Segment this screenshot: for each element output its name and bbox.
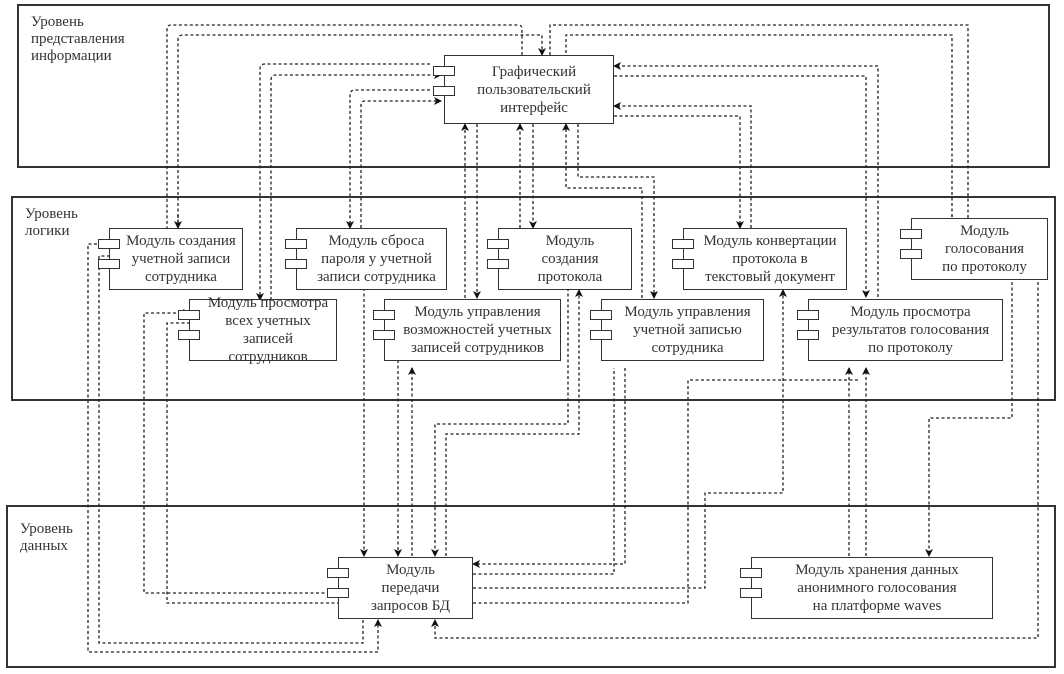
component-port-icon <box>740 568 762 578</box>
component-reset-password[interactable]: Модуль сброса пароля у учетной записи со… <box>285 228 447 290</box>
component-label: Модуль передачи запросов БД <box>370 562 451 614</box>
component-port-icon <box>373 310 395 320</box>
component-port-icon <box>672 259 694 269</box>
component-anon-storage[interactable]: Модуль хранения данных анонимного голосо… <box>740 557 993 619</box>
component-port-icon <box>487 239 509 249</box>
component-view-all-accounts[interactable]: Модуль просмотра всех учетных записей со… <box>178 295 337 365</box>
component-label: Модуль сброса пароля у учетной записи со… <box>317 233 436 285</box>
component-port-icon <box>285 259 307 269</box>
component-manage-account[interactable]: Модуль управления учетной записью сотруд… <box>590 299 764 361</box>
component-label: Модуль конвертации протокола в текстовый… <box>703 233 837 285</box>
component-port-icon <box>797 330 819 340</box>
component-label: Модуль хранения данных анонимного голосо… <box>795 562 959 614</box>
component-db-transfer[interactable]: Модуль передачи запросов БД <box>327 557 473 619</box>
component-gui[interactable]: Графический пользовательский интерфейс <box>433 55 614 124</box>
component-manage-capabilities[interactable]: Модуль управления возможностей учетных з… <box>373 299 561 361</box>
component-create-protocol[interactable]: Модуль создания протокола <box>487 228 632 290</box>
component-port-icon <box>740 588 762 598</box>
component-port-icon <box>590 310 612 320</box>
component-port-icon <box>797 310 819 320</box>
component-port-icon <box>900 249 922 259</box>
component-label: Модуль голосования по протоколу <box>942 223 1027 275</box>
component-port-icon <box>373 330 395 340</box>
component-label: Модуль просмотра всех учетных записей со… <box>207 295 329 365</box>
component-create-account[interactable]: Модуль создания учетной записи сотрудник… <box>98 228 243 290</box>
component-port-icon <box>327 588 349 598</box>
component-port-icon <box>433 66 455 76</box>
component-port-icon <box>900 229 922 239</box>
component-convert-protocol[interactable]: Модуль конвертации протокола в текстовый… <box>672 228 847 290</box>
component-port-icon <box>433 86 455 96</box>
component-port-icon <box>487 259 509 269</box>
component-port-icon <box>178 330 200 340</box>
component-label: Модуль создания учетной записи сотрудник… <box>126 233 236 285</box>
component-port-icon <box>98 239 120 249</box>
layer-label-presentation: Уровень представления информации <box>31 14 125 64</box>
layer-label-data: Уровень данных <box>20 521 73 554</box>
component-port-icon <box>98 259 120 269</box>
layer-label-logic: Уровень логики <box>25 206 78 239</box>
component-view-results[interactable]: Модуль просмотра результатов голосования… <box>797 299 1003 361</box>
component-label: Модуль создания протокола <box>537 233 603 285</box>
component-port-icon <box>327 568 349 578</box>
component-label: Модуль управления учетной записью сотруд… <box>624 304 751 356</box>
component-port-icon <box>178 310 200 320</box>
component-label: Модуль просмотра результатов голосования… <box>831 304 990 356</box>
component-port-icon <box>285 239 307 249</box>
component-port-icon <box>672 239 694 249</box>
component-port-icon <box>590 330 612 340</box>
component-label: Графический пользовательский интерфейс <box>477 63 591 116</box>
component-voting[interactable]: Модуль голосования по протоколу <box>900 218 1048 280</box>
component-label: Модуль управления возможностей учетных з… <box>403 304 552 356</box>
